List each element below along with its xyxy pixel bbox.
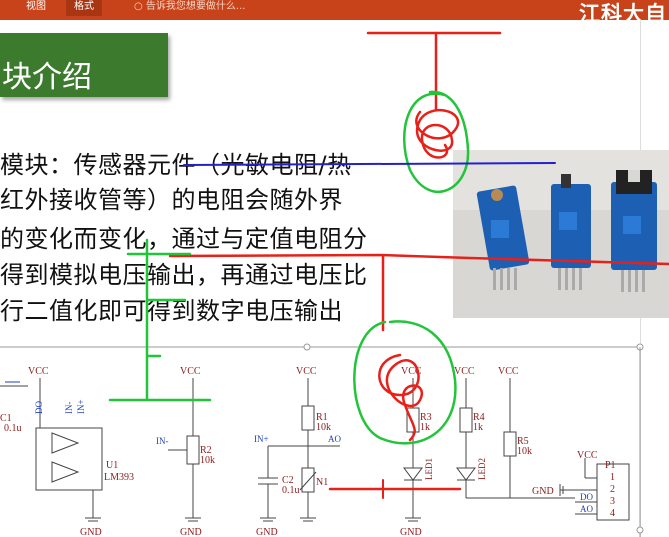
vcc-label-3: VCC bbox=[296, 366, 317, 377]
r1-label: R1 bbox=[316, 412, 328, 423]
vcc-label-7: VCC bbox=[577, 450, 598, 461]
ribbon: 视图 格式 ○ 告诉我您想要做什么... 江科大自 bbox=[0, 0, 669, 26]
tell-me-search[interactable]: ○ 告诉我您想要做什么... bbox=[134, 0, 245, 16]
r5-value: 10k bbox=[517, 446, 532, 457]
tell-me-text: 告诉我您想要做什么... bbox=[145, 1, 246, 12]
in-minus-label-1: IN- bbox=[156, 436, 169, 446]
tab-format[interactable]: 格式 bbox=[66, 0, 102, 16]
body-line-1: 模块：传感器元件（光敏电阻/热 bbox=[0, 151, 352, 179]
in-minus-pin-label: IN- bbox=[64, 402, 74, 415]
r1-value: 10k bbox=[316, 422, 331, 433]
gnd-label-1: GND bbox=[80, 527, 102, 537]
gnd-net-label: GND bbox=[532, 486, 554, 497]
vcc-label-5: VCC bbox=[454, 366, 475, 377]
r5-label: R5 bbox=[517, 436, 529, 447]
do-label: DO bbox=[580, 492, 593, 502]
body-line-5: 行二值化即可得到数字电压输出 bbox=[0, 297, 343, 325]
body-line-2: 红外接收管等）的电阻会随外界 bbox=[0, 186, 343, 214]
sensor-modules-photo bbox=[453, 150, 669, 318]
gnd-label-4: GND bbox=[400, 527, 422, 537]
sensor-schematic: VCC VCC VCC VCC VCC VCC VCC U1 LM393 C1 … bbox=[0, 343, 644, 537]
body-line-3: 的变化而变化，通过与定值电阻分 bbox=[0, 225, 368, 253]
sensor-module-1 bbox=[476, 185, 530, 290]
c2-label: C2 bbox=[282, 475, 294, 486]
n1-label: N1 bbox=[316, 477, 328, 488]
r3-value: 1k bbox=[420, 422, 430, 433]
pin-1: 1 bbox=[610, 472, 615, 483]
sensor-module-3 bbox=[611, 170, 657, 292]
pin-4: 4 bbox=[610, 508, 615, 519]
vcc-label-4: VCC bbox=[401, 366, 422, 377]
tab-view[interactable]: 视图 bbox=[26, 1, 46, 12]
in-plus-label: IN+ bbox=[254, 434, 269, 444]
do-pin-label: DO bbox=[34, 401, 44, 414]
sensor-module-2 bbox=[551, 174, 591, 290]
c1-value: 0.1u bbox=[4, 423, 22, 434]
vcc-label-1: VCC bbox=[28, 366, 49, 377]
ao-label-1: AO bbox=[328, 434, 341, 444]
led1-label: LED1 bbox=[424, 458, 434, 480]
gnd-label-2: GND bbox=[180, 527, 202, 537]
p1-label: P1 bbox=[605, 460, 616, 471]
slide-title: 块介绍 bbox=[2, 60, 92, 95]
lightbulb-icon: ○ bbox=[134, 1, 143, 12]
u1-label: U1 bbox=[106, 460, 118, 471]
lm393-label: LM393 bbox=[104, 472, 134, 483]
gnd-label-3: GND bbox=[256, 527, 278, 537]
pin-3: 3 bbox=[610, 496, 615, 507]
vcc-label-2: VCC bbox=[180, 366, 201, 377]
c2-value: 0.1u bbox=[282, 485, 300, 496]
r4-value: 1k bbox=[473, 422, 483, 433]
title-box bbox=[0, 33, 168, 97]
vcc-label-6: VCC bbox=[498, 366, 519, 377]
led2-label: LED2 bbox=[477, 458, 487, 480]
r2-value: 10k bbox=[200, 455, 215, 466]
ao-label-2: AO bbox=[580, 504, 593, 514]
c1-label: C1 bbox=[0, 413, 12, 424]
in-plus-pin-label: IN+ bbox=[76, 399, 86, 414]
pin-2: 2 bbox=[610, 484, 615, 495]
r4-label: R4 bbox=[473, 412, 485, 423]
r2-label: R2 bbox=[200, 445, 212, 456]
body-line-4: 得到模拟电压输出，再通过电压比 bbox=[0, 261, 368, 289]
